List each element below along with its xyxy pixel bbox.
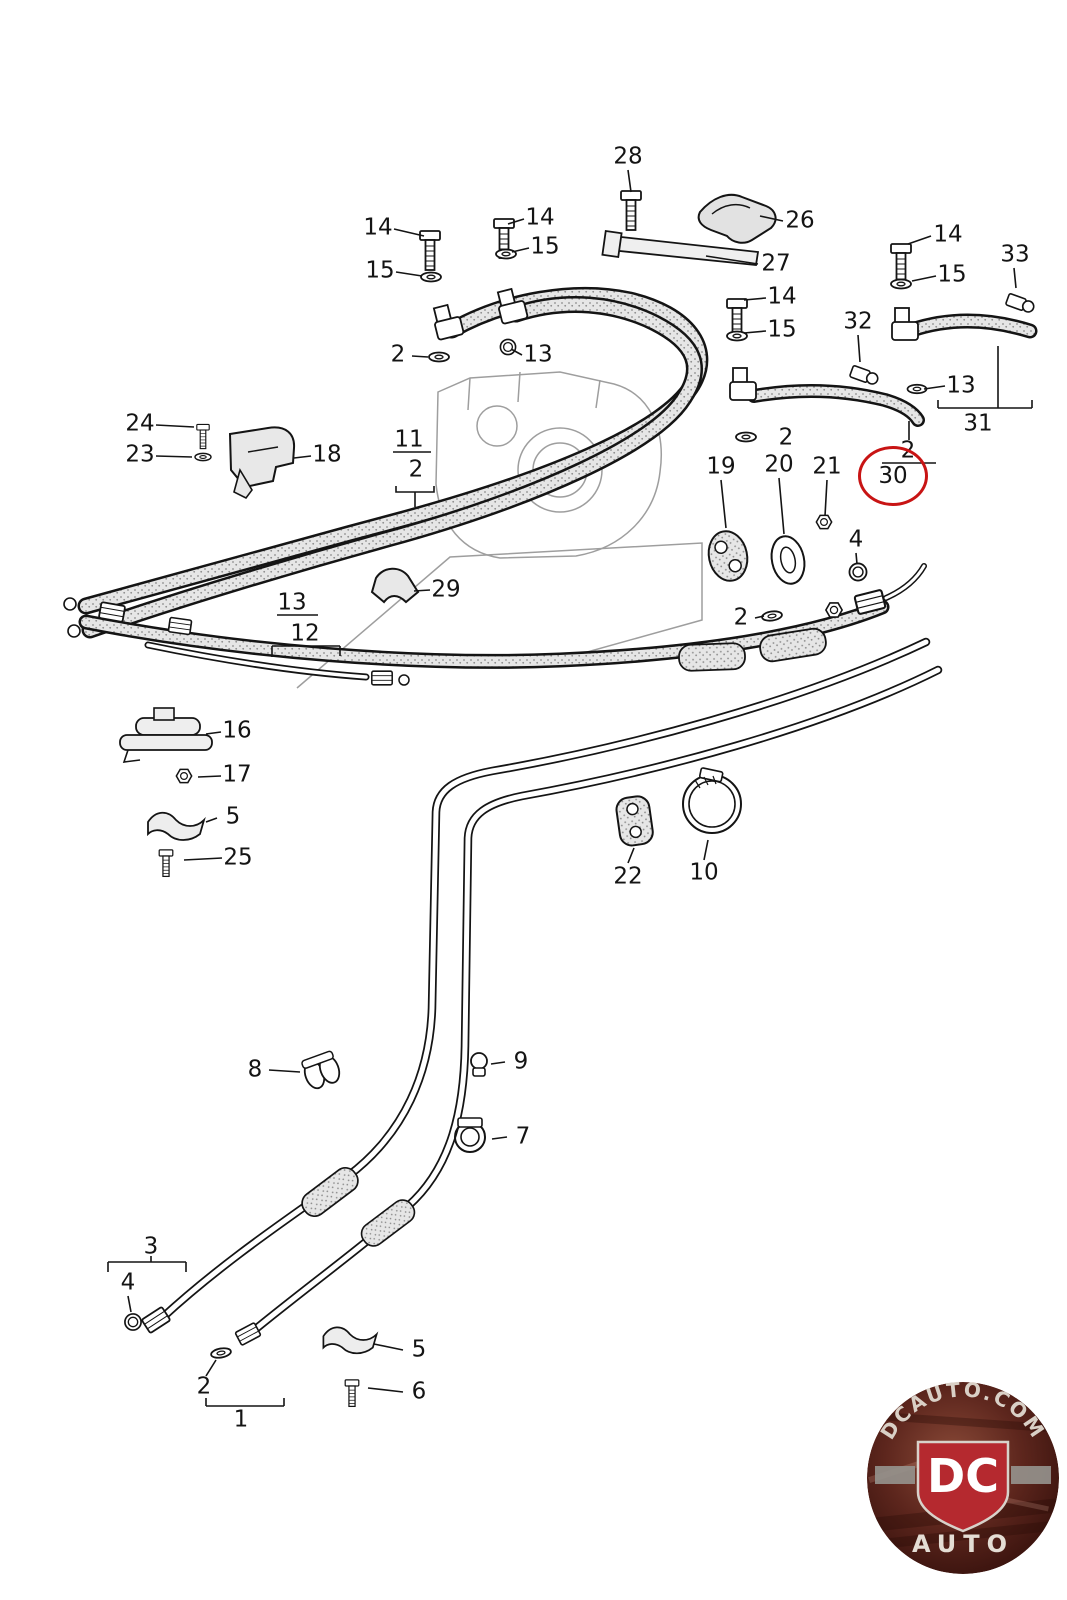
watermark-shield-text: DC [927, 1449, 999, 1503]
plug-part-9 [470, 1052, 488, 1077]
watermark-shield [916, 1440, 1010, 1533]
watermark-bottom-text: AUTO [912, 1530, 1014, 1558]
gasket-part-20 [770, 535, 806, 585]
clamp-part-18 [228, 426, 296, 500]
clamp-part-7 [454, 1117, 486, 1153]
foam-sleeves [296, 626, 829, 1252]
flange-part-22 [615, 795, 654, 847]
watermark-badge: DCAUTO.COM DC AUTO [867, 1377, 1059, 1574]
clamp-part-8 [301, 1050, 341, 1090]
clamp-part-5 [147, 811, 205, 841]
fittings [63, 285, 919, 1361]
bracket-part-26 [697, 193, 777, 244]
hose-clamp-part-10 [682, 767, 742, 834]
flange-part-19 [707, 530, 749, 582]
engine-background [296, 371, 703, 689]
hose-lines [77, 286, 1038, 681]
clamp-part-29 [370, 567, 420, 604]
bracket-lines [107, 346, 1033, 1407]
clamp-part-16 [119, 707, 213, 763]
metal-pipes [157, 637, 943, 1337]
fasteners [158, 190, 1037, 1408]
leader-lines [127, 169, 1017, 1393]
clamp-part-5-lower [322, 1326, 378, 1355]
